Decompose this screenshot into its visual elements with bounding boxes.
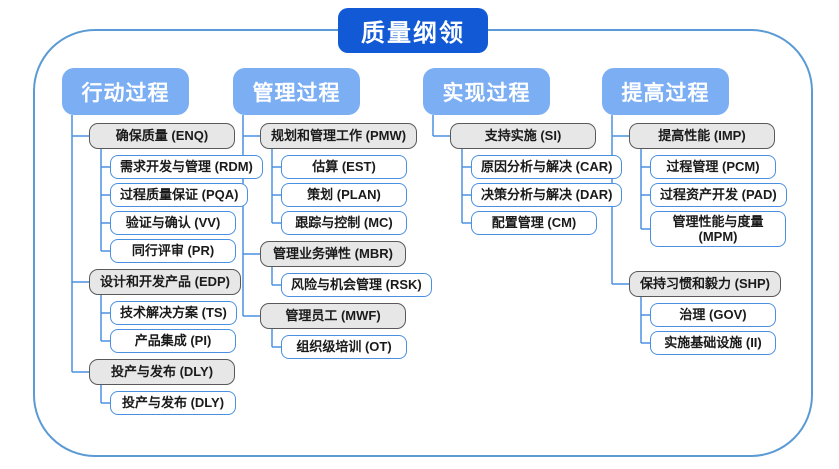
node-imp: 提高性能 (IMP) (629, 123, 775, 149)
node-est: 估算 (EST) (281, 155, 407, 179)
column-action-process: 行动过程 确保质量 (ENQ) 需求开发与管理 (RDM) 过程质量保证 (PQ… (62, 68, 263, 421)
group-enq: 确保质量 (ENQ) 需求开发与管理 (RDM) 过程质量保证 (PQA) 验证… (62, 123, 263, 263)
group-mbr: 管理业务弹性 (MBR) 风险与机会管理 (RSK) (233, 241, 432, 297)
children-imp: 过程管理 (PCM) 过程资产开发 (PAD) 管理性能与度量 (MPM) (650, 155, 787, 247)
column-management-process: 管理过程 规划和管理工作 (PMW) 估算 (EST) 策划 (PLAN) 跟踪… (233, 68, 432, 365)
children-mwf: 组织级培训 (OT) (281, 335, 432, 359)
column-header-implementation: 实现过程 (423, 68, 550, 115)
group-pmw: 规划和管理工作 (PMW) 估算 (EST) 策划 (PLAN) 跟踪与控制 (… (233, 123, 432, 235)
node-ot: 组织级培训 (OT) (281, 335, 407, 359)
node-plan: 策划 (PLAN) (281, 183, 407, 207)
node-mpm: 管理性能与度量 (MPM) (650, 211, 786, 247)
node-vv: 验证与确认 (VV) (110, 211, 236, 235)
group-edp: 设计和开发产品 (EDP) 技术解决方案 (TS) 产品集成 (PI) (62, 269, 263, 353)
node-mbr: 管理业务弹性 (MBR) (260, 241, 406, 267)
node-pqa: 过程质量保证 (PQA) (110, 183, 249, 207)
column-header-improvement: 提高过程 (602, 68, 729, 115)
node-pi: 产品集成 (PI) (110, 329, 236, 353)
column-implementation-process: 实现过程 支持实施 (SI) 原因分析与解决 (CAR) 决策分析与解决 (DA… (423, 68, 623, 241)
column-header-action: 行动过程 (62, 68, 189, 115)
group-dly: 投产与发布 (DLY) 投产与发布 (DLY) (62, 359, 263, 415)
node-si: 支持实施 (SI) (450, 123, 596, 149)
node-dly-leaf: 投产与发布 (DLY) (110, 391, 236, 415)
group-imp: 提高性能 (IMP) 过程管理 (PCM) 过程资产开发 (PAD) 管理性能与… (602, 123, 787, 247)
children-pmw: 估算 (EST) 策划 (PLAN) 跟踪与控制 (MC) (281, 155, 432, 235)
children-enq: 需求开发与管理 (RDM) 过程质量保证 (PQA) 验证与确认 (VV) 同行… (110, 155, 263, 263)
group-si: 支持实施 (SI) 原因分析与解决 (CAR) 决策分析与解决 (DAR) 配置… (423, 123, 623, 235)
column-improvement-process: 提高过程 提高性能 (IMP) 过程管理 (PCM) 过程资产开发 (PAD) … (602, 68, 787, 361)
group-shp: 保持习惯和毅力 (SHP) 治理 (GOV) 实施基础设施 (II) (602, 271, 787, 355)
node-edp: 设计和开发产品 (EDP) (89, 269, 242, 295)
node-rdm: 需求开发与管理 (RDM) (110, 155, 263, 179)
node-car: 原因分析与解决 (CAR) (471, 155, 623, 179)
node-mc: 跟踪与控制 (MC) (281, 211, 407, 235)
children-dly: 投产与发布 (DLY) (110, 391, 263, 415)
node-mwf: 管理员工 (MWF) (260, 303, 406, 329)
group-mwf: 管理员工 (MWF) 组织级培训 (OT) (233, 303, 432, 359)
node-pr: 同行评审 (PR) (110, 239, 236, 263)
node-ii: 实施基础设施 (II) (650, 331, 776, 355)
node-shp: 保持习惯和毅力 (SHP) (629, 271, 782, 297)
node-dly: 投产与发布 (DLY) (89, 359, 235, 385)
node-pad: 过程资产开发 (PAD) (650, 183, 787, 207)
node-pcm: 过程管理 (PCM) (650, 155, 776, 179)
node-rsk: 风险与机会管理 (RSK) (281, 273, 432, 297)
node-dar: 决策分析与解决 (DAR) (471, 183, 623, 207)
node-enq: 确保质量 (ENQ) (89, 123, 235, 149)
children-edp: 技术解决方案 (TS) 产品集成 (PI) (110, 301, 263, 353)
children-mbr: 风险与机会管理 (RSK) (281, 273, 432, 297)
node-cm: 配置管理 (CM) (471, 211, 597, 235)
diagram-title: 质量纲领 (338, 8, 488, 53)
node-gov: 治理 (GOV) (650, 303, 776, 327)
node-ts: 技术解决方案 (TS) (110, 301, 237, 325)
column-header-management: 管理过程 (233, 68, 360, 115)
children-si: 原因分析与解决 (CAR) 决策分析与解决 (DAR) 配置管理 (CM) (471, 155, 623, 235)
node-pmw: 规划和管理工作 (PMW) (260, 123, 418, 149)
children-shp: 治理 (GOV) 实施基础设施 (II) (650, 303, 787, 355)
